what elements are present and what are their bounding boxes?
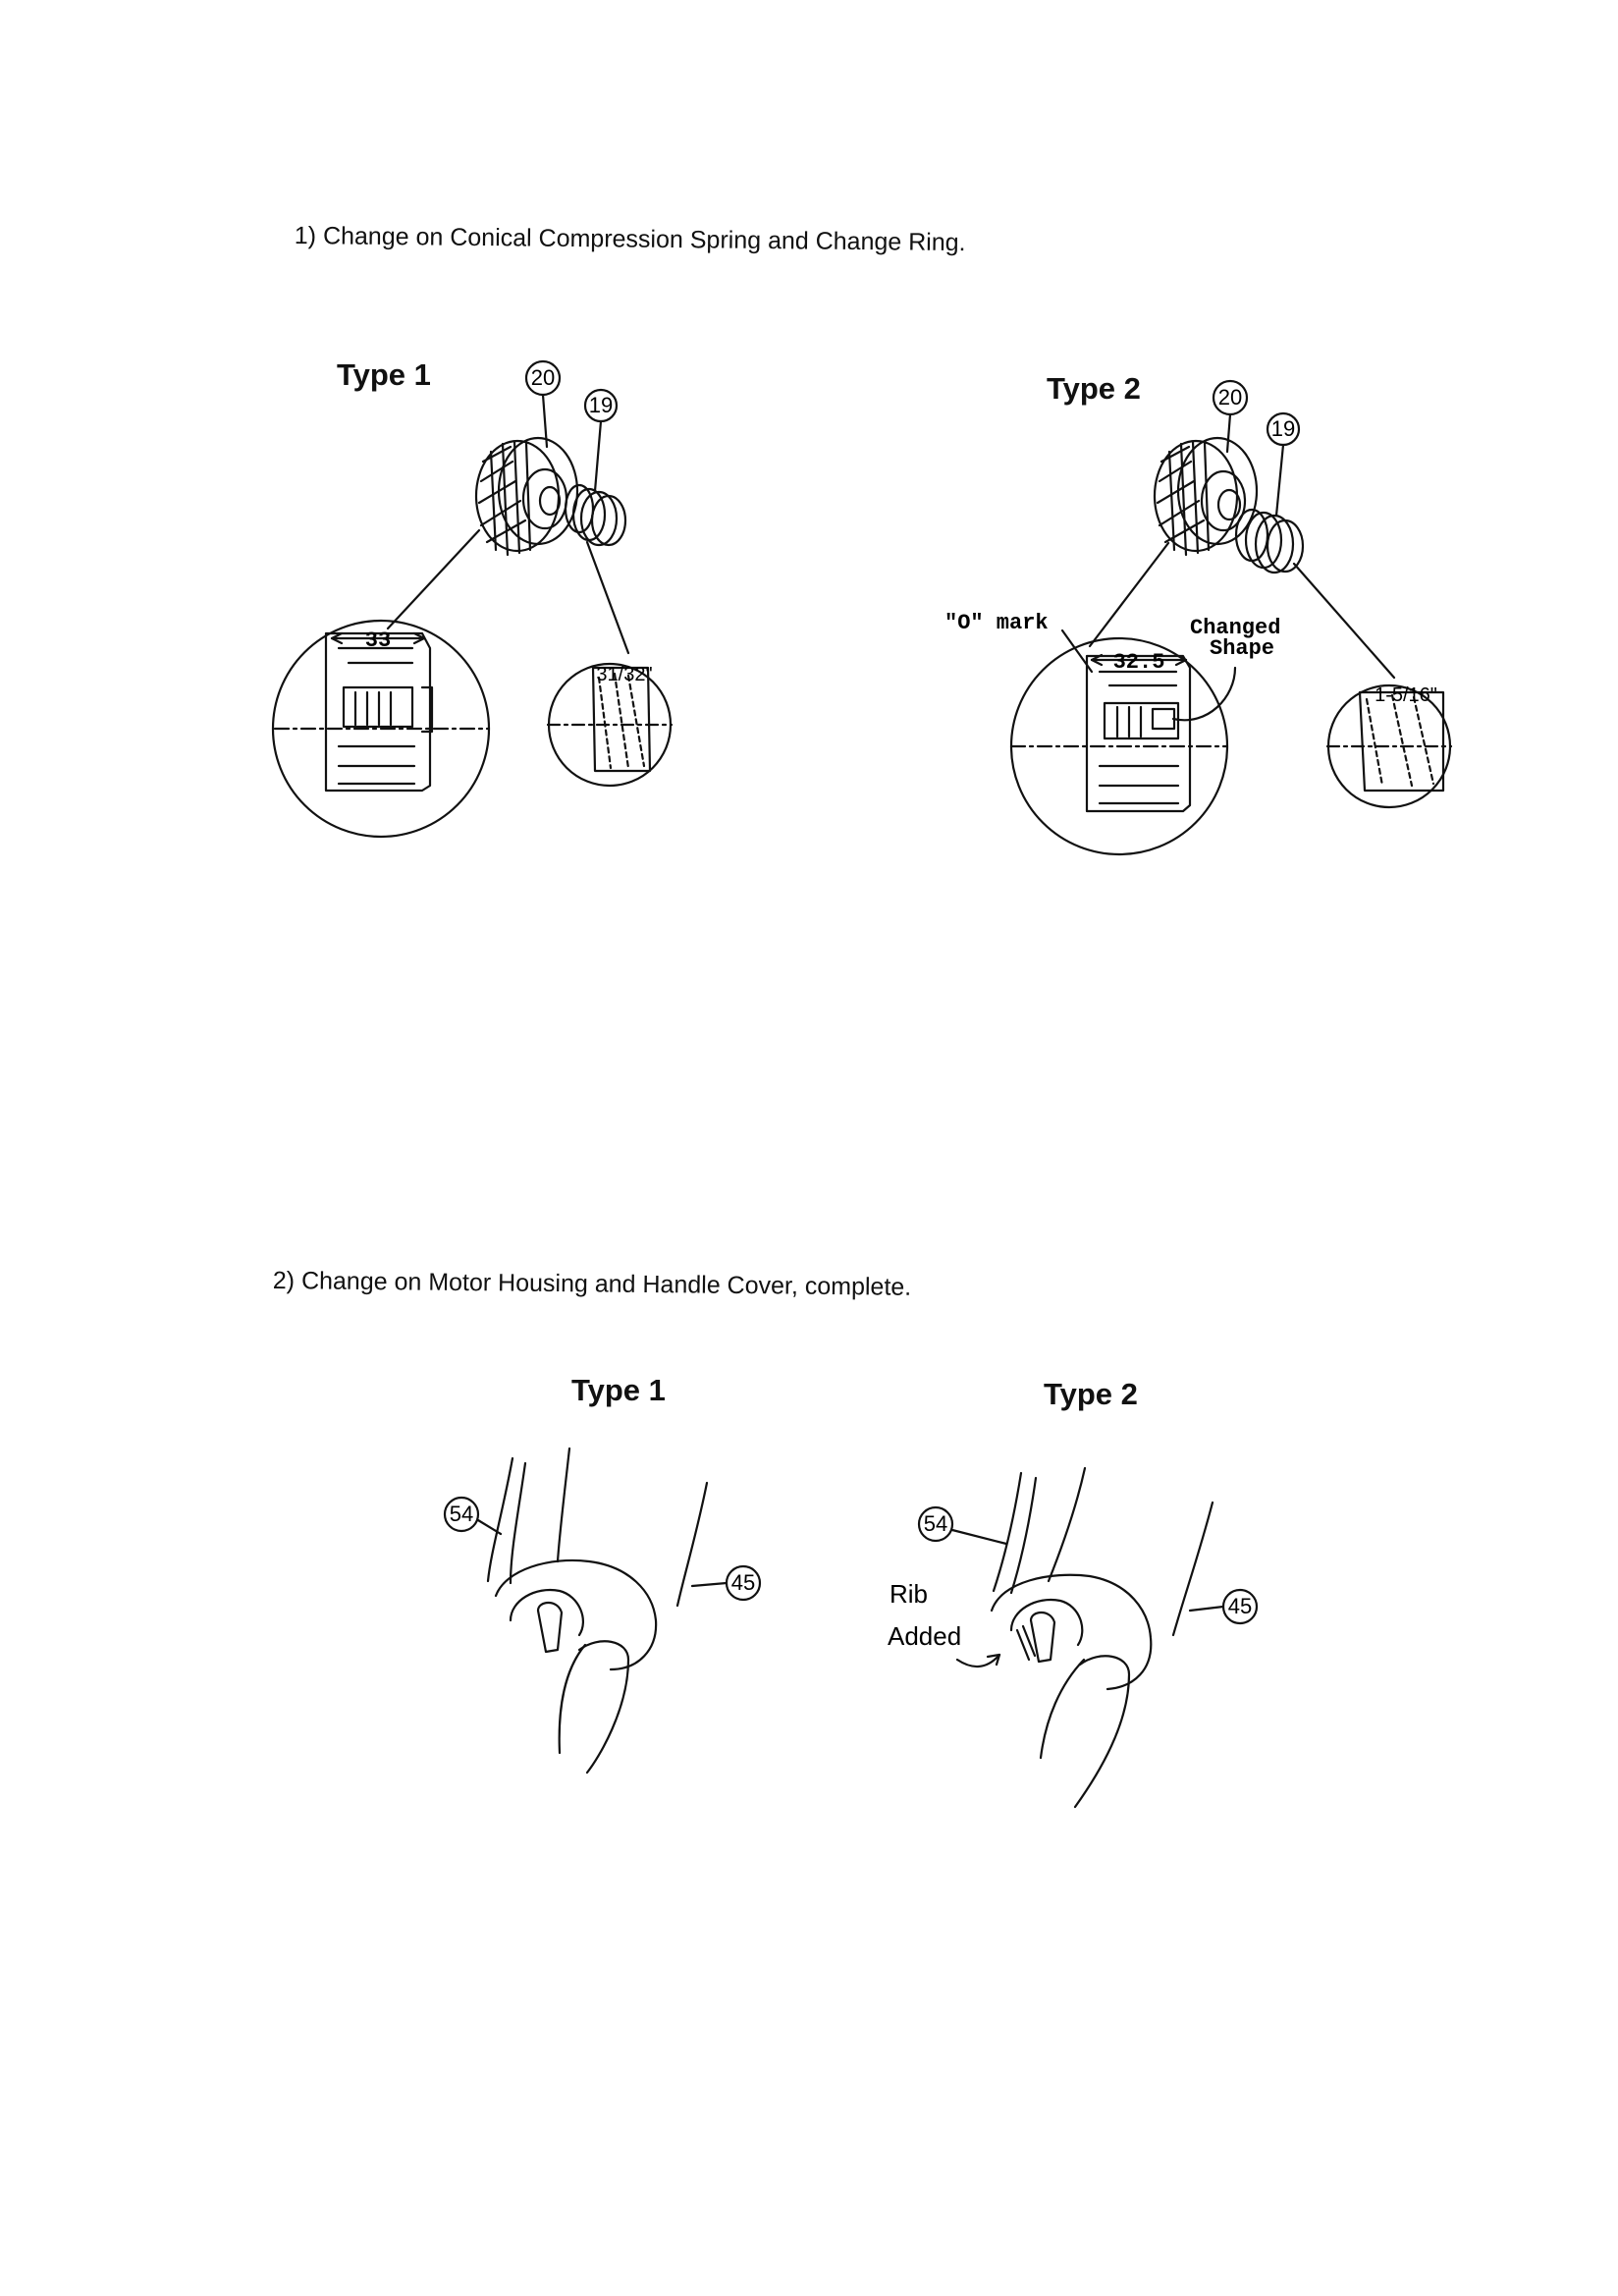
s2-type2-housing-callout: 45 <box>1228 1594 1252 1618</box>
type1-ring-detail <box>271 619 491 839</box>
type2-ring-dimension: 32.5 <box>1113 650 1165 675</box>
s2-type1-handle-callout-circle <box>443 1496 480 1533</box>
type2-spring-callout: 19 <box>1271 416 1295 441</box>
type1-spring-detail <box>546 662 674 788</box>
section1-type1-label: Type 1 <box>337 357 431 392</box>
type1-spring-dimension: 31/32" <box>596 664 652 685</box>
type1-ring-callout: 20 <box>531 365 555 390</box>
s2-type2-rib-note-line2: Added <box>888 1621 961 1651</box>
type1-ring-dimension: 33 <box>365 629 391 653</box>
type2-housing-drawing <box>955 1466 1214 1809</box>
type2-spring-detail <box>1325 683 1453 809</box>
s2-type2-handle-callout-circle <box>917 1505 954 1543</box>
type2-changed-note-line2: Shape <box>1210 636 1274 661</box>
s2-type2-handle-callout: 54 <box>924 1511 947 1536</box>
type1-spring-drawing <box>564 483 627 547</box>
s2-type1-housing-callout: 45 <box>731 1570 755 1595</box>
type2-spring-dimension: 1-5/16" <box>1375 684 1437 706</box>
type2-change-ring-drawing <box>1153 436 1259 557</box>
s2-type1-handle-callout: 54 <box>450 1502 473 1526</box>
s2-type2-rib-note-line1: Rib <box>890 1579 928 1609</box>
section2-type1-label: Type 1 <box>571 1373 666 1407</box>
type1-change-ring-drawing <box>474 436 579 557</box>
type2-ring-callout: 20 <box>1218 385 1242 410</box>
type2-ring-detail <box>1009 629 1237 856</box>
type2-changed-note-line1: Changed <box>1190 616 1280 640</box>
type2-spring-drawing <box>1234 508 1305 574</box>
section2-type2-label: Type 2 <box>1044 1377 1138 1411</box>
type2-zero-mark-note: "O" mark <box>944 611 1049 635</box>
type1-housing-drawing <box>486 1447 709 1775</box>
section1-type2-label: Type 2 <box>1047 371 1141 406</box>
type1-spring-callout: 19 <box>589 393 613 417</box>
